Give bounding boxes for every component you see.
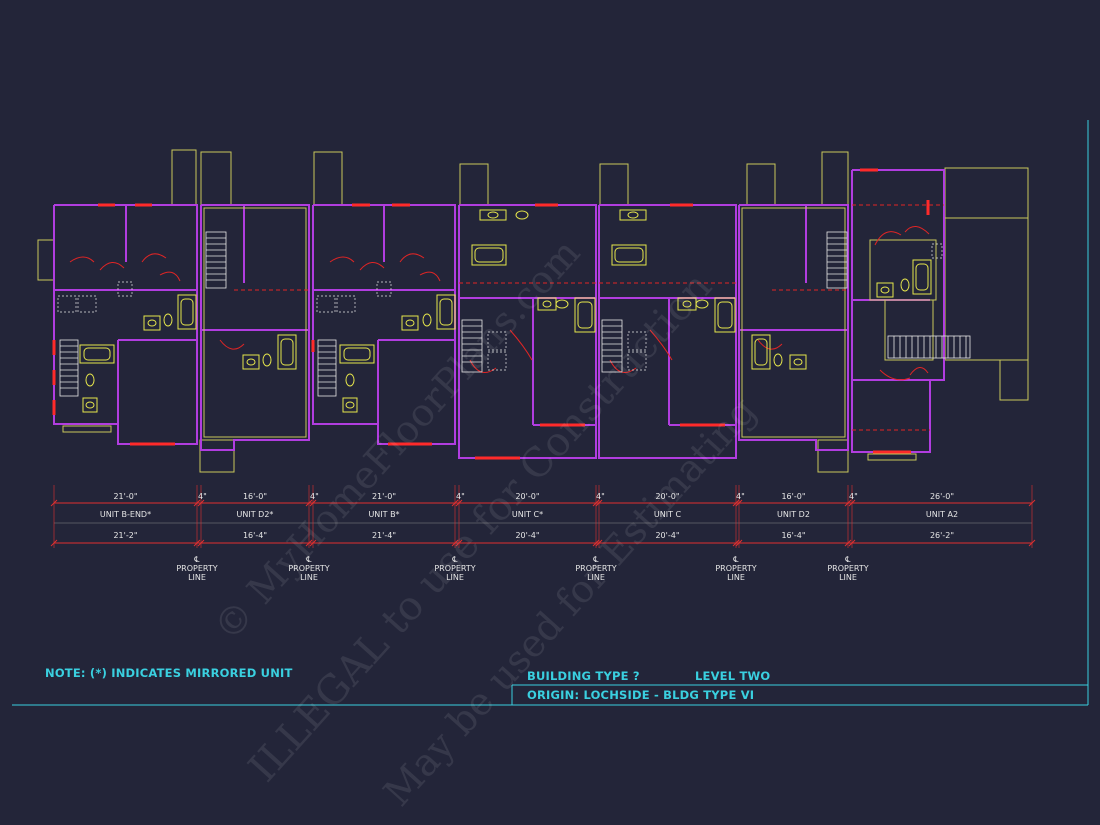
- unit-width-dimension: 16'-0": [781, 492, 805, 501]
- property-line-label: LINE: [188, 573, 206, 582]
- unit-name-label: UNIT C*: [512, 510, 543, 519]
- mirrored-unit-note: NOTE: (*) INDICATES MIRRORED UNIT: [45, 666, 293, 680]
- property-line-label: LINE: [587, 573, 605, 582]
- drawing-frame: [12, 120, 1089, 706]
- door-swings: [69, 204, 944, 431]
- party-wall-dimension: 4": [456, 492, 465, 501]
- party-wall-dimension: 4": [849, 492, 858, 501]
- property-line-label: LINE: [727, 573, 745, 582]
- level-label: LEVEL TWO: [695, 669, 771, 683]
- unit-name-label: UNIT D2*: [237, 510, 274, 519]
- property-line-symbol: ℄: [733, 555, 739, 564]
- party-wall-dimension: 4": [596, 492, 605, 501]
- property-line-label: LINE: [300, 573, 318, 582]
- fixtures: [79, 209, 932, 413]
- property-line-label: PROPERTY: [176, 564, 217, 573]
- unit-name-label: UNIT B-END*: [100, 510, 151, 519]
- unit-width-dimension: 16'-0": [243, 492, 267, 501]
- property-line-marks: ℄PROPERTYLINE℄PROPERTYLINE℄PROPERTYLINE℄…: [176, 555, 868, 582]
- unit-name-label: UNIT A2: [926, 510, 958, 519]
- unit-name-label: UNIT B*: [368, 510, 399, 519]
- inner-partitions: [203, 207, 937, 438]
- origin-label: ORIGIN: LOCHSIDE - BLDG TYPE VI: [527, 688, 755, 702]
- property-line-label: PROPERTY: [288, 564, 329, 573]
- party-wall-dimension: 4": [198, 492, 207, 501]
- party-wall-dimension: 4": [736, 492, 745, 501]
- unit-total-dimension: 21'-4": [372, 531, 396, 540]
- property-line-label: PROPERTY: [434, 564, 475, 573]
- windows: [52, 168, 930, 460]
- party-wall-dimension: 4": [310, 492, 319, 501]
- unit-total-dimension: 16'-4": [781, 531, 805, 540]
- dimension-texts: 21'-0" UNIT B-END* 21'-2" 16'-0" UNIT D2* 16'…: [100, 492, 958, 540]
- dimension-lines: [54, 502, 1032, 544]
- property-line-label: PROPERTY: [575, 564, 616, 573]
- stairs: [59, 231, 971, 397]
- unit-name-label: UNIT D2: [777, 510, 810, 519]
- unit-width-dimension: 21'-0": [372, 492, 396, 501]
- unit-total-dimension: 20'-4": [655, 531, 679, 540]
- unit-total-dimension: 21'-2": [113, 531, 137, 540]
- property-line-symbol: ℄: [306, 555, 312, 564]
- appliances: [57, 243, 943, 371]
- property-line-symbol: ℄: [452, 555, 458, 564]
- unit-total-dimension: 26'-2": [930, 531, 954, 540]
- unit-width-dimension: 20'-0": [515, 492, 539, 501]
- unit-width-dimension: 26'-0": [930, 492, 954, 501]
- unit-name-label: UNIT C: [654, 510, 682, 519]
- unit-width-dimension: 21'-0": [113, 492, 137, 501]
- property-line-label: PROPERTY: [715, 564, 756, 573]
- property-line-label: LINE: [446, 573, 464, 582]
- building-type-label: BUILDING TYPE ?: [527, 669, 640, 683]
- property-line-symbol: ℄: [194, 555, 200, 564]
- dimension-ticks: [50, 485, 1036, 548]
- property-line-label: LINE: [839, 573, 857, 582]
- unit-total-dimension: 20'-4": [515, 531, 539, 540]
- property-line-label: PROPERTY: [827, 564, 868, 573]
- property-line-symbol: ℄: [845, 555, 851, 564]
- property-line-symbol: ℄: [593, 555, 599, 564]
- unit-width-dimension: 20'-0": [655, 492, 679, 501]
- unit-total-dimension: 16'-4": [243, 531, 267, 540]
